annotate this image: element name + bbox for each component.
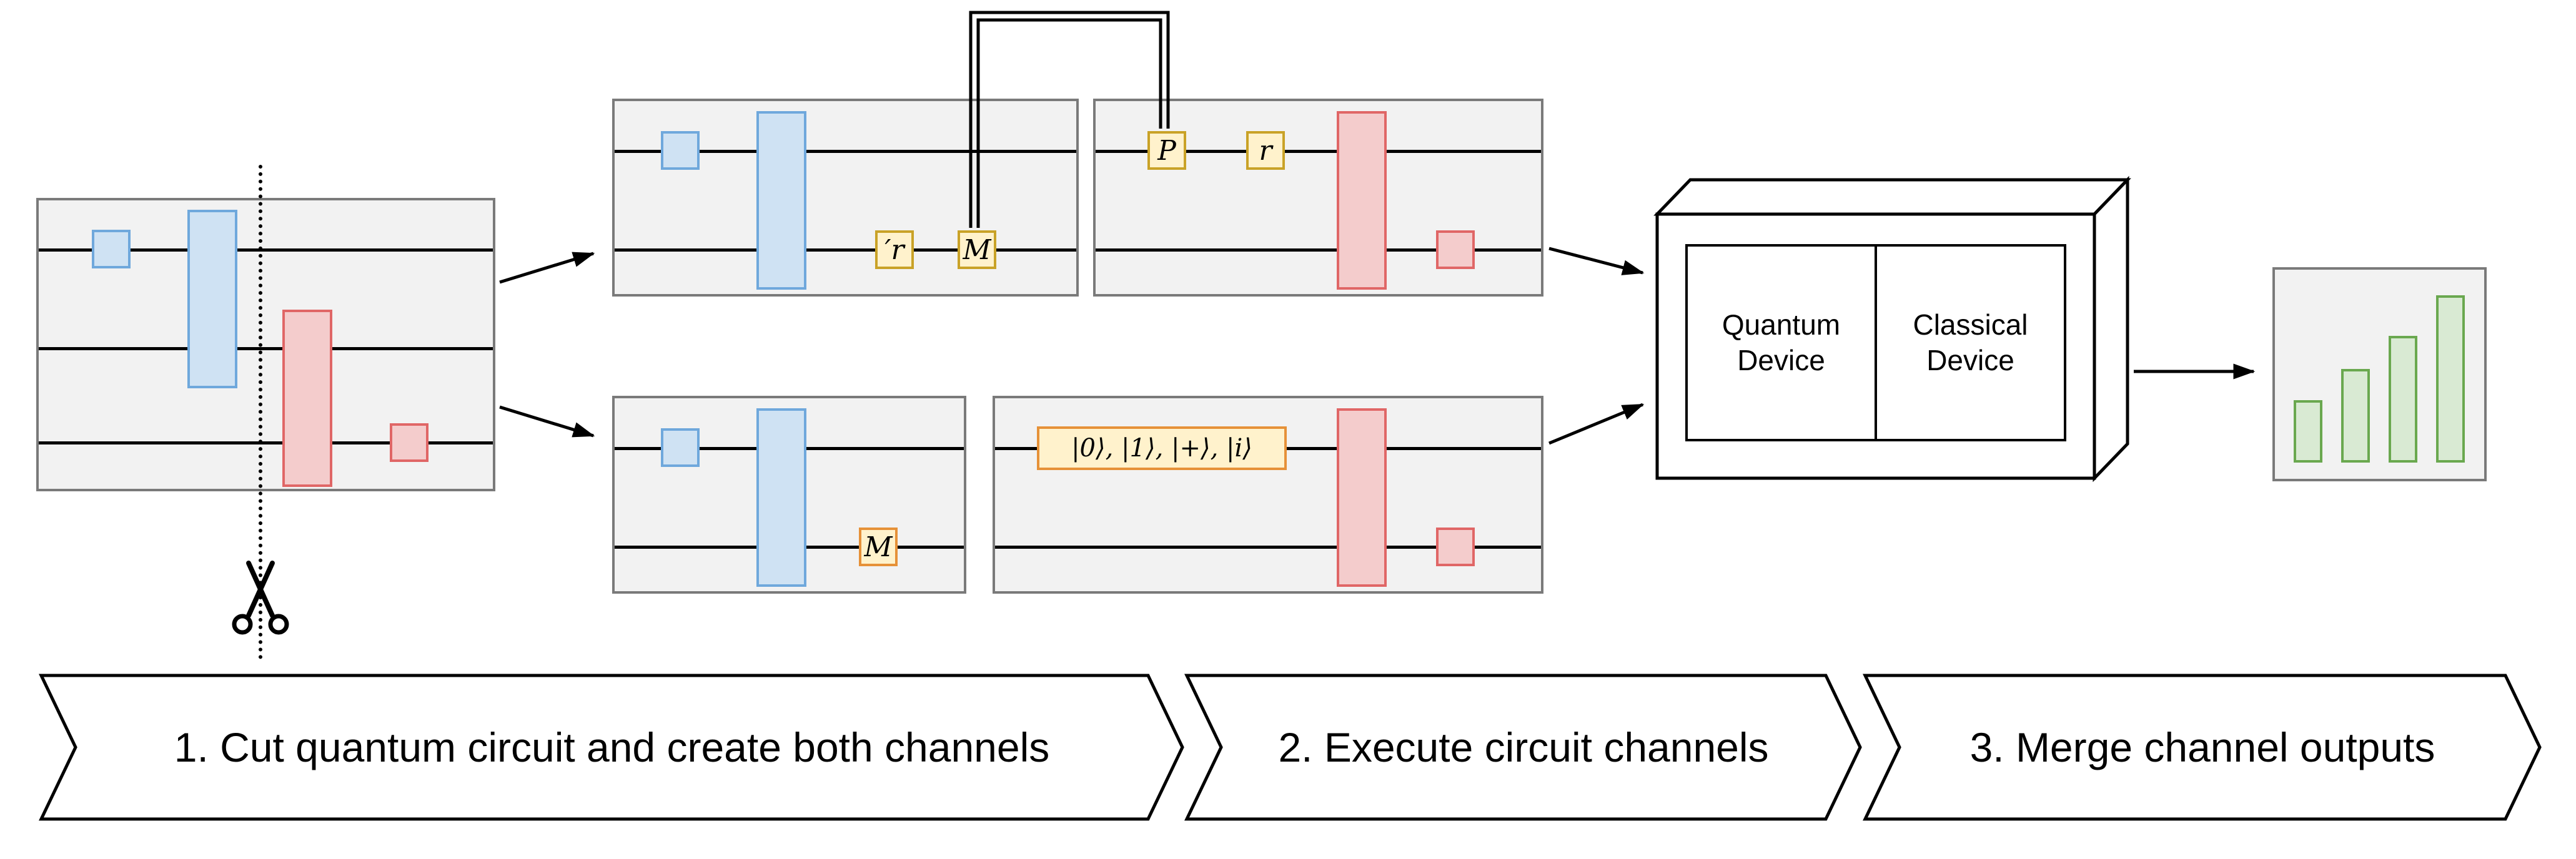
qubit-wire-2 xyxy=(995,546,1541,549)
arrow-top-channel-to-device xyxy=(1548,247,1645,275)
bar-chart-icon xyxy=(2294,400,2322,463)
two-qubit-gate-blue xyxy=(756,408,806,587)
qubit-wire-1 xyxy=(615,150,1076,153)
single-qubit-gate-blue xyxy=(92,230,131,268)
bar-chart-icon xyxy=(2389,336,2417,463)
classical-device-cell: Classical Device xyxy=(1913,308,2028,377)
single-qubit-gate-blue xyxy=(661,428,700,467)
two-qubit-gate-pink xyxy=(1337,111,1387,290)
two-qubit-gate-blue xyxy=(756,111,806,290)
measure-gate: M xyxy=(859,528,898,566)
bottom-subcircuit-1-box: M xyxy=(612,396,966,594)
arrow-source-to-top-channel xyxy=(499,252,595,284)
rotation-gate: r xyxy=(1246,131,1285,170)
bar-chart-icon xyxy=(2436,295,2465,463)
device-box-top-face xyxy=(1653,178,2131,216)
qubit-wire-2 xyxy=(1096,248,1541,252)
bottom-subcircuit-2-box: |0⟩, |1⟩, |+⟩, |i⟩ xyxy=(993,396,1543,594)
single-qubit-gate-pink xyxy=(1436,230,1475,269)
bar-chart-icon xyxy=(2341,369,2370,463)
device-box-right-face xyxy=(2093,175,2129,483)
arrow-source-to-bottom-channel xyxy=(499,405,595,438)
single-qubit-gate-blue xyxy=(661,131,700,170)
prepare-gate: P xyxy=(1147,131,1186,170)
measure-gate: M xyxy=(958,230,996,269)
banner-step-3-label: 3. Merge channel outputs xyxy=(1969,724,2435,770)
banner-step-2-label: 2. Execute circuit channels xyxy=(1278,724,1769,770)
qubit-wire-2 xyxy=(39,347,493,350)
two-qubit-gate-pink xyxy=(1337,408,1387,587)
single-qubit-gate-pink xyxy=(390,423,429,462)
banner-step-1-label: 1. Cut quantum circuit and create both c… xyxy=(174,724,1050,770)
arrow-bottom-channel-to-device xyxy=(1548,403,1645,445)
two-qubit-gate-blue xyxy=(187,210,237,388)
qubit-wire-2 xyxy=(615,248,1076,252)
quantum-device-cell: Quantum Device xyxy=(1688,247,1877,439)
two-qubit-gate-pink xyxy=(282,310,332,487)
source-circuit-box xyxy=(36,198,495,491)
qubit-wire-3 xyxy=(39,441,493,444)
top-subcircuit-2-box: P r xyxy=(1093,99,1543,297)
top-subcircuit-1-box: ′r M xyxy=(612,99,1079,297)
prepared-states-label: |0⟩, |1⟩, |+⟩, |i⟩ xyxy=(1037,426,1287,470)
qubit-wire-1 xyxy=(1096,150,1541,153)
result-bar-chart-box xyxy=(2272,267,2487,481)
rotation-prime-gate: ′r xyxy=(875,230,914,269)
single-qubit-gate-pink xyxy=(1436,528,1475,566)
cut-line xyxy=(259,165,262,659)
device-inner-box: Quantum Device Classical Device xyxy=(1685,244,2066,441)
qubit-wire-1 xyxy=(39,248,493,252)
